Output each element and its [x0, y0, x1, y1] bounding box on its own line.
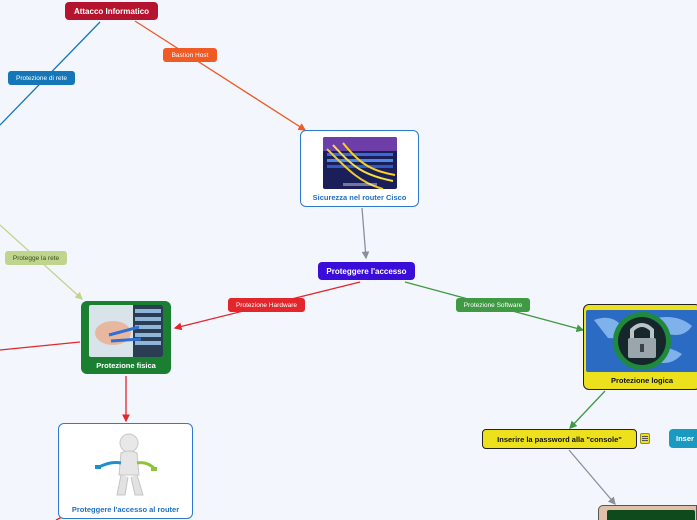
node-password-console[interactable]: Inserire la password alla "console"	[482, 429, 637, 449]
server-cables-image	[322, 137, 397, 189]
node-inser-partial[interactable]: Inser	[669, 429, 697, 448]
caption-fisica: Protezione fisica	[96, 361, 156, 370]
caption-router: Proteggere l'accesso al router	[71, 505, 180, 514]
edge-logica-password	[569, 390, 606, 429]
node-protezione-logica[interactable]: Protezione logica	[583, 304, 697, 390]
person-cable-image	[90, 431, 161, 501]
hand-cable-image	[89, 305, 163, 357]
edge-password-down	[568, 449, 616, 505]
matrix-image	[607, 510, 695, 520]
node-attacco-informatico[interactable]: Attacco Informatico	[65, 2, 158, 20]
edge-sicurezza-accesso	[361, 207, 370, 260]
edge-bastion	[134, 20, 307, 131]
node-proteggere-accesso[interactable]: Proteggere l'accesso	[318, 262, 415, 280]
padlock-world-image	[586, 310, 697, 372]
caption-logica: Protezione logica	[610, 376, 674, 385]
node-sicurezza-router-cisco[interactable]: Sicurezza nel router Cisco	[300, 130, 419, 207]
label-protezione-di-rete[interactable]: Protezione di rete	[8, 71, 75, 85]
edge-left-red	[0, 341, 81, 351]
label-protezione-hardware[interactable]: Protezione Hardware	[228, 298, 305, 312]
label-bastion-host[interactable]: Bastion Host	[163, 48, 217, 62]
label-protezione-software[interactable]: Protezione Software	[456, 298, 530, 312]
node-bottom-partial[interactable]	[598, 505, 697, 520]
node-protezione-fisica[interactable]: Protezione fisica	[81, 301, 171, 374]
node-proteggere-router[interactable]: Proteggere l'accesso al router	[58, 423, 193, 519]
caption-sicurezza: Sicurezza nel router Cisco	[312, 193, 407, 202]
note-icon[interactable]	[640, 433, 650, 444]
label-protegge-la-rete[interactable]: Protegge la rete	[5, 251, 67, 265]
